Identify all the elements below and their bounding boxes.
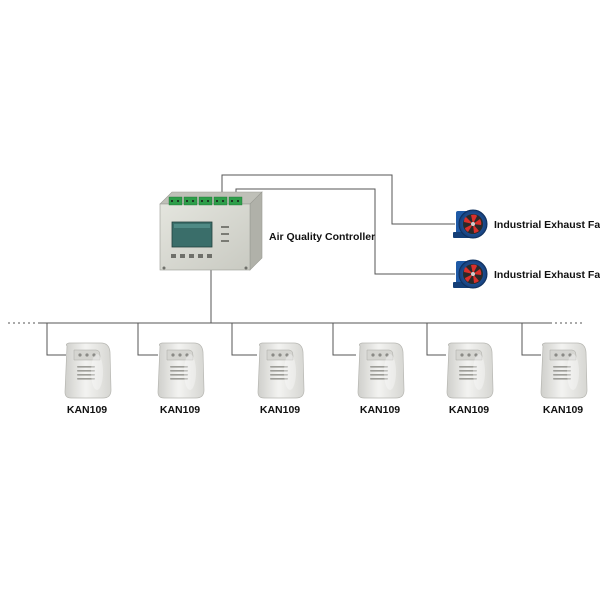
bus-drop-2	[137, 323, 158, 356]
sensor-label: KAN109	[360, 404, 400, 416]
controller-to-fan-1-wire	[221, 174, 455, 225]
exhaust-fan-1-label: Industrial Exhaust Fan	[494, 219, 600, 231]
controller-keypad	[171, 254, 212, 258]
terminal-blocks	[168, 196, 243, 206]
kan109-sensor: KAN109	[357, 342, 405, 416]
gas-detector-icon	[157, 342, 205, 399]
exhaust-fan-2-label: Industrial Exhaust Fan	[494, 269, 600, 281]
gas-detector-icon	[64, 342, 112, 399]
exhaust-fan-1: Industrial Exhaust Fan	[453, 209, 600, 239]
kan109-sensor: KAN109	[157, 342, 205, 416]
exhaust-fan-icon	[453, 209, 488, 239]
controller-side-face	[249, 191, 263, 271]
kan109-sensor: KAN109	[64, 342, 112, 416]
kan109-sensor: KAN109	[257, 342, 305, 416]
bus-drop-1	[46, 323, 66, 356]
kan109-sensor: KAN109	[540, 342, 588, 416]
air-quality-controller: Air Quality Controller	[159, 191, 375, 271]
bus-drop-5	[426, 323, 446, 356]
kan109-sensor: KAN109	[446, 342, 494, 416]
bus-drop-4	[332, 323, 356, 356]
exhaust-fan-icon	[453, 259, 488, 289]
sensor-label: KAN109	[449, 404, 489, 416]
sensor-label: KAN109	[543, 404, 583, 416]
bus-drop-3	[231, 323, 257, 356]
sensor-label: KAN109	[260, 404, 300, 416]
gas-detector-icon	[257, 342, 305, 399]
controller-display-glare	[174, 224, 210, 228]
sensor-label: KAN109	[160, 404, 200, 416]
controller-label: Air Quality Controller	[269, 231, 375, 243]
mounting-hole-right	[244, 266, 248, 270]
mounting-hole-left	[162, 266, 166, 270]
gas-detector-icon	[357, 342, 405, 399]
sensor-group: KAN109 KAN109 KAN109 KAN109 KAN109 KAN109	[64, 342, 588, 416]
wires	[8, 174, 582, 356]
terminal-screws	[171, 200, 239, 202]
bus-drop-6	[521, 323, 541, 356]
controller-to-fan-2-wire	[235, 188, 455, 275]
gas-detector-icon	[540, 342, 588, 399]
gas-detector-icon	[446, 342, 494, 399]
controller-indicator-leds	[221, 226, 229, 242]
exhaust-fan-2: Industrial Exhaust Fan	[453, 259, 600, 289]
sensor-label: KAN109	[67, 404, 107, 416]
